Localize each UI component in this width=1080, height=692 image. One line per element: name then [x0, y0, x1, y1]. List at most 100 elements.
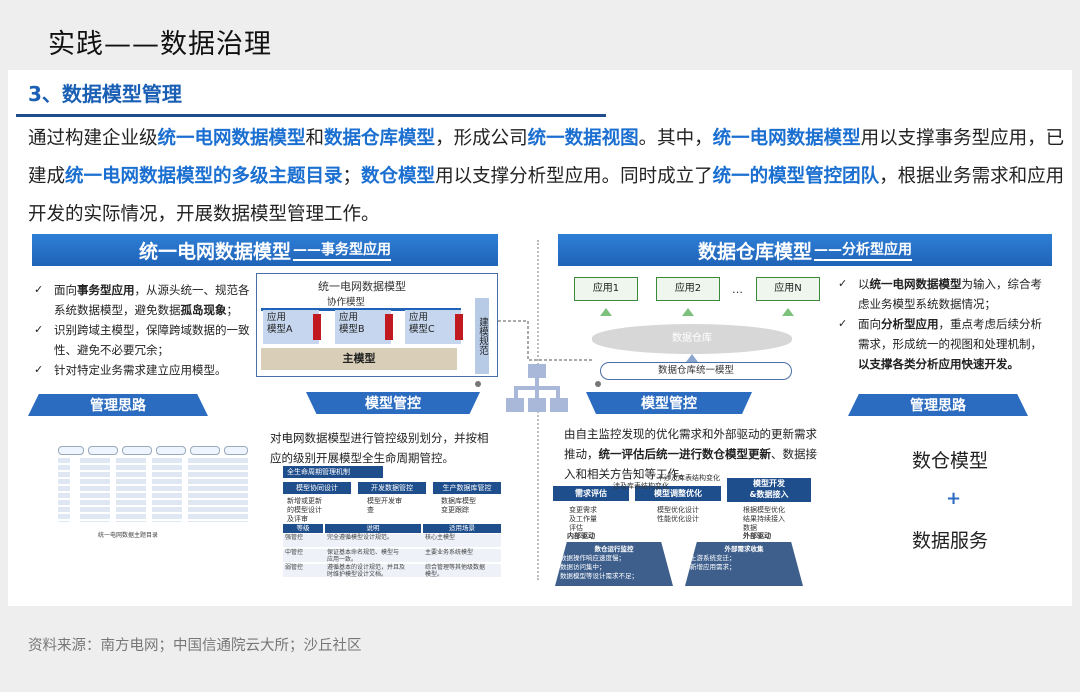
up-arrow-icon	[686, 354, 698, 362]
flow-step: 需求评估	[553, 486, 629, 501]
plus-sign: +	[946, 488, 962, 509]
app-model-b-bar	[385, 314, 393, 340]
thumb-col	[80, 458, 110, 522]
grid-model-diagram: 统一电网数据模型 协作模型 应用 模型A 应用 模型B 应用 模型C 主模型 建…	[256, 273, 498, 377]
monitor-card-text: 数据操作响应速度慢； 数据访问集中； 数据模型等设计需求不足；	[560, 554, 638, 580]
intro-highlight: 数据仓库模型	[324, 128, 436, 149]
source-note: 资料来源：南方电网；中国信通院云大所；沙丘社区	[28, 638, 362, 654]
table-cell: 综合管理等其他级数据 模型。	[425, 564, 486, 578]
data-service-label: 数据服务	[912, 530, 989, 552]
main-model: 主模型	[261, 348, 457, 370]
ribbon-left-control: 模型管控	[306, 392, 480, 414]
bullet-text: 面向	[858, 317, 881, 331]
bullet-item: 针对特定业务需求建立应用模型。	[34, 360, 256, 380]
dw-model-label: 数仓模型	[912, 450, 989, 472]
bullet-text: 针对特定业务需求建立应用模型。	[54, 363, 227, 377]
modeling-standard-bar: 建模规范	[475, 298, 489, 374]
intro-text: 通过构建企业级	[28, 128, 158, 149]
flow-step: 模型调整优化	[635, 486, 721, 501]
table-row: 弱管控遵循基本的设计规范，并且及 时维护模型设计文档。综合管理等其他级数据 模型…	[283, 564, 501, 578]
intro-text: 用以支撑分析型应用。同时成立了	[435, 166, 713, 187]
app-model-c-bar	[455, 314, 463, 340]
table-header: 等级	[283, 524, 323, 533]
app-model-a: 应用 模型A	[263, 310, 319, 344]
thumb-col	[188, 458, 218, 522]
table-cell: 弱管控	[285, 564, 304, 571]
thumb-caption: 统一电网数据主题目录	[98, 532, 159, 539]
bullet-item: 面向事务型应用，从源头统一、规范各系统数据模型，避免数据孤岛现象；	[34, 280, 256, 320]
bullet-text: ；	[226, 303, 239, 317]
diagram-title: 统一电网数据模型	[318, 280, 406, 293]
table-cell: 保证基本命名规范、模型与 应用一致。	[327, 549, 400, 563]
table-header: 适用场景	[423, 524, 501, 533]
intro-text: ，形成公司	[435, 128, 528, 149]
table-row: 强管控完全遵循模型设计规范。核心主模型	[283, 534, 501, 548]
flow-item: 根据模型优化 结果持续接入 数据	[743, 506, 785, 532]
section-title: 3、数据模型管理	[28, 82, 182, 106]
bullet-item: 识别跨域主模型，保障跨域数据的一致性、避免不必要冗余；	[34, 320, 256, 360]
bullet-text: 面向	[54, 283, 77, 297]
bullet-bold-text: 以支撑各类分析应用快速开发。	[858, 357, 1019, 371]
flow-note: 涉及库表结构变化	[613, 482, 669, 490]
right-banner: 数据仓库模型 ——分析型应用	[558, 234, 1052, 266]
up-arrow-icon	[600, 308, 612, 316]
intro-text: 和	[305, 128, 325, 149]
table-cell: 核心主模型	[425, 534, 456, 541]
flow-drive-out: 外部驱动	[743, 532, 771, 540]
app-model-c: 应用 模型C	[405, 310, 461, 344]
right-control-text: 由自主监控发现的优化需求和外部驱动的更新需求推动，统一评估后统一进行数仓模型更新…	[564, 424, 826, 484]
data-warehouse-cylinder: 数据仓库	[592, 324, 792, 354]
table-row: 中管控保证基本命名规范、模型与 应用一致。主要业务系统模型	[283, 549, 501, 563]
apps-ellipsis: …	[732, 283, 743, 296]
bullet-text: ，重点考虑后续分析需求，形成统一的视图和处理机制，	[858, 317, 1042, 351]
thumb-col	[218, 458, 248, 522]
intro-paragraph: 通过构建企业级统一电网数据模型和数据仓库模型，形成公司统一数据视图。其中，统一电…	[28, 120, 1068, 234]
collab-line	[261, 308, 461, 311]
external-card-title: 外部需求收集	[724, 545, 764, 553]
bullet-bold-text: 事务型应用	[77, 283, 135, 297]
right-banner-title: 数据仓库模型	[697, 240, 812, 263]
bullet-bold-text: 统一电网数据模型	[869, 277, 962, 291]
thumb-head	[58, 446, 84, 455]
table-cell: 中管控	[285, 549, 304, 556]
table-header: 说明	[325, 524, 421, 533]
intro-text: ；	[342, 166, 362, 187]
thumb-head	[190, 446, 220, 455]
right-bullet-list: 以统一电网数据模型为输入，综合考虑业务模型系统数据情况；面向分析型应用，重点考虑…	[838, 274, 1050, 374]
bullet-bold-text: 孤岛现象	[180, 303, 227, 317]
left-banner-subtitle: ——事务型应用	[293, 239, 391, 261]
thumb-col	[152, 458, 182, 522]
left-control-text: 对电网数据模型进行管控级别划分，并按相应的级别开展模型全生命周期管控。	[270, 431, 489, 465]
ribbon-right-control: 模型管控	[586, 392, 752, 414]
right-banner-subtitle: ——分析型应用	[814, 239, 912, 261]
lifecycle-tab: 生产数据库管控	[433, 482, 501, 494]
lifecycle-item: 新增或更新 的模型设计 及评审	[287, 497, 322, 523]
lifecycle-item: 数据库模型 变更跟踪	[441, 497, 476, 514]
monitor-card-title: 数仓运行监控	[594, 545, 634, 553]
intro-text: 用以支撑事务型应用，已建成	[28, 128, 1065, 187]
control-level-table: 等级 说明 适用场景 强管控完全遵循模型设计规范。核心主模型中管控保证基本命名规…	[283, 524, 501, 578]
topic-catalog-thumbnail: 统一电网数据主题目录	[58, 446, 248, 539]
intro-highlight: 数仓模型	[361, 166, 436, 187]
thumb-head	[224, 446, 248, 455]
control-text: 、数据接入和相关方告知等工作。	[564, 447, 817, 481]
app-n-box: 应用N	[756, 277, 820, 301]
left-banner-title: 统一电网数据模型	[138, 240, 291, 263]
content-card: 3、数据模型管理 通过构建企业级统一电网数据模型和数据仓库模型，形成公司统一数据…	[8, 70, 1072, 606]
bullet-item: 以统一电网数据模型为输入，综合考虑业务模型系统数据情况；	[838, 274, 1050, 314]
ribbon-left-mgmt: 管理思路	[28, 394, 208, 416]
thumb-head	[88, 446, 118, 455]
up-arrow-icon	[682, 308, 694, 316]
intro-highlight: 统一的模型管控团队	[712, 166, 880, 187]
app-1-box: 应用1	[574, 277, 638, 301]
dw-update-flow: 不涉及库表结构变化 需求评估 模型调整优化 模型开发 &数据接入 涉及库表结构变…	[553, 474, 811, 586]
flow-item: 变更需求 及工作量 评估	[569, 506, 597, 532]
bullet-text: 识别跨域主模型，保障跨域数据的一致性、避免不必要冗余；	[54, 323, 250, 357]
flow-item: 模型优化设计 性能优化设计	[657, 506, 699, 523]
external-card-text: 上游系统变迁； 新增应用需求；	[690, 554, 736, 571]
table-cell: 完全遵循模型设计规范。	[327, 534, 394, 541]
flow-drive-in: 内部驱动	[567, 532, 595, 540]
flow-note: 不涉及库表结构变化	[657, 474, 720, 482]
dw-unified-model: 数据仓库统一模型	[600, 362, 792, 380]
diagram-subtitle: 协作模型	[327, 297, 366, 308]
